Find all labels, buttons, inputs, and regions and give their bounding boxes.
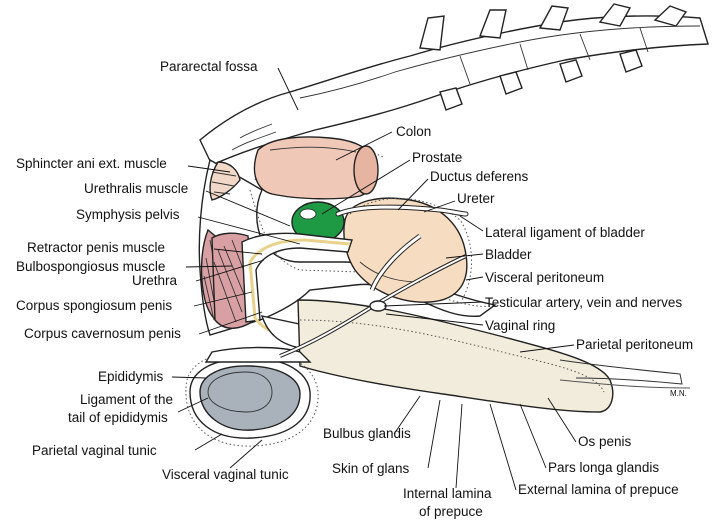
label-corpus-spongiosum: Corpus spongiosum penis xyxy=(16,298,172,313)
testicular-vessels xyxy=(279,254,467,358)
label-skin-of-glans: Skin of glans xyxy=(332,461,410,476)
ductus-deferens xyxy=(335,204,469,291)
label-bulbus-glandis: Bulbus glandis xyxy=(323,426,411,441)
label-lateral-ligament: Lateral ligament of bladder xyxy=(485,225,645,240)
label-ligament-tail-line2: tail of epididymis xyxy=(68,410,168,425)
label-urethralis-muscle: Urethralis muscle xyxy=(84,181,188,196)
label-internal-lamina-line1: Internal lamina xyxy=(403,486,492,501)
label-vaginal-ring: Vaginal ring xyxy=(485,318,555,333)
label-sphincter-ani: Sphincter ani ext. muscle xyxy=(16,156,167,171)
label-ligament-tail-line1: Ligament of the xyxy=(80,392,173,407)
labels: Pararectal fossa Colon Sphincter ani ext… xyxy=(16,59,693,519)
label-parietal-peritoneum: Parietal peritoneum xyxy=(576,337,693,352)
label-parietal-vaginal-tunic: Parietal vaginal tunic xyxy=(32,443,157,458)
vertebral-column xyxy=(199,3,709,166)
label-visceral-vaginal-tunic: Visceral vaginal tunic xyxy=(162,467,289,482)
label-prostate: Prostate xyxy=(412,150,462,165)
testis xyxy=(185,346,319,447)
label-pars-longa-glandis: Pars longa glandis xyxy=(548,460,659,475)
label-bulbospongiosus: Bulbospongiosus muscle xyxy=(16,259,165,274)
colon xyxy=(253,136,379,200)
label-os-penis: Os penis xyxy=(578,434,632,449)
artist-signature: M.N. xyxy=(670,389,687,398)
label-internal-lamina-line2: of prepuce xyxy=(419,504,483,519)
label-symphysis-pelvis: Symphysis pelvis xyxy=(76,207,180,222)
label-retractor-penis: Retractor penis muscle xyxy=(27,240,165,255)
label-external-lamina: External lamina of prepuce xyxy=(518,482,679,497)
label-corpus-cavernosum: Corpus cavernosum penis xyxy=(24,326,181,341)
label-testicular-artery: Testicular artery, vein and nerves xyxy=(485,295,682,310)
prepuce xyxy=(297,299,691,413)
label-visceral-peritoneum: Visceral peritoneum xyxy=(485,270,604,285)
label-ureter: Ureter xyxy=(457,191,495,206)
label-ductus-deferens: Ductus deferens xyxy=(430,169,529,184)
label-bladder: Bladder xyxy=(485,247,532,262)
label-colon: Colon xyxy=(396,124,431,139)
label-pararectal-fossa: Pararectal fossa xyxy=(160,59,258,74)
leader-lines xyxy=(171,67,577,491)
label-urethra: Urethra xyxy=(132,273,178,288)
label-epididymis: Epididymis xyxy=(98,369,164,384)
